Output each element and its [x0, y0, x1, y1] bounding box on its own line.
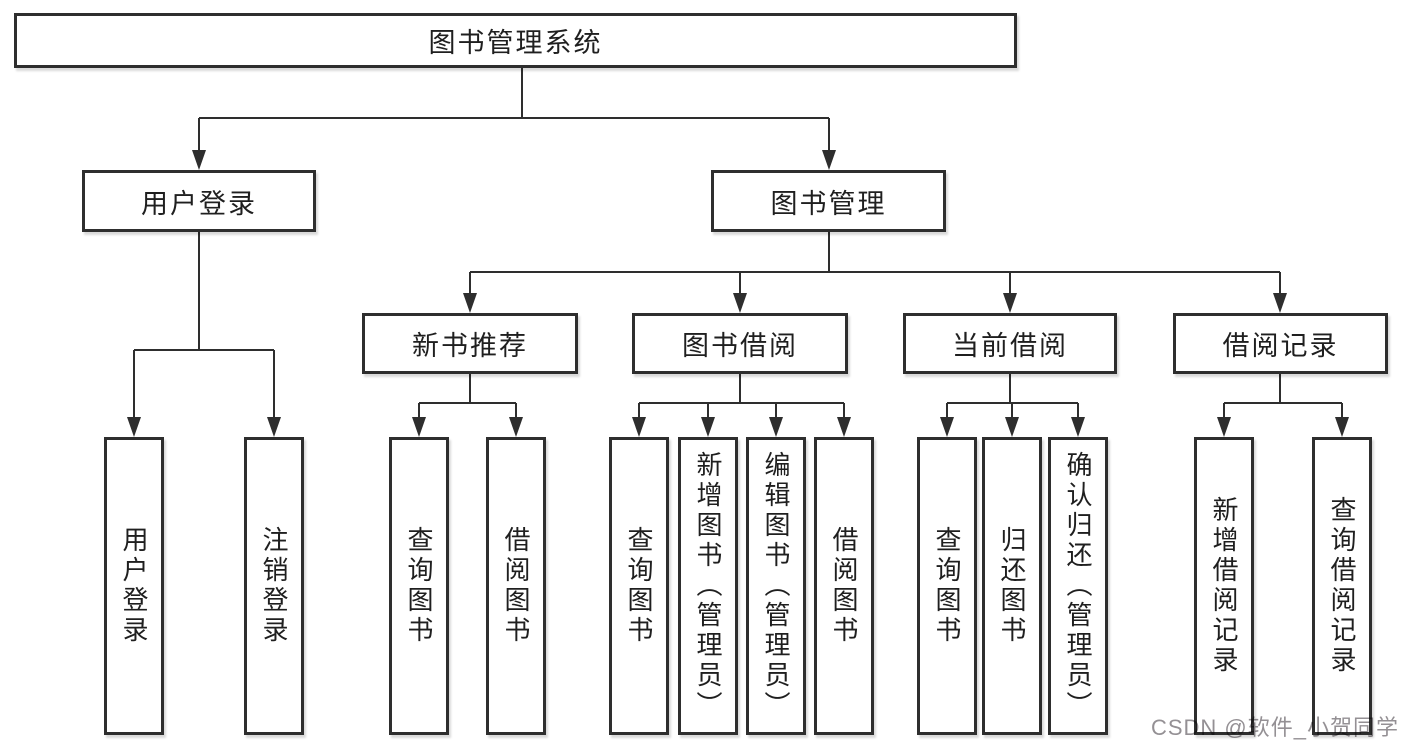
arrow-icon: [192, 150, 206, 170]
arrowheads: [127, 150, 1349, 437]
connector-userlogin-to-leaves: [133, 232, 275, 419]
arrow-icon: [267, 417, 281, 437]
arrow-icon: [701, 417, 715, 437]
leaf-label: 注销登录: [259, 526, 289, 646]
arrow-icon: [769, 417, 783, 437]
leaf-label: 新增图书（管理员）: [693, 451, 723, 721]
arrow-icon: [1005, 417, 1019, 437]
arrow-icon: [412, 417, 426, 437]
leaf-add-borrow-record: 新增借阅记录: [1194, 437, 1254, 735]
arrow-icon: [632, 417, 646, 437]
leaf-label: 确认归还（管理员）: [1063, 451, 1093, 721]
node-user-login: 用户登录: [82, 170, 316, 232]
csdn-watermark: CSDN @软件_小贺同学: [1150, 715, 1399, 740]
leaf-label: 归还图书: [997, 526, 1027, 646]
leaf-borrow-books: 借阅图书: [814, 437, 874, 735]
leaf-label: 查询图书: [404, 526, 434, 646]
node-label: 用户登录: [141, 188, 257, 219]
node-label: 新书推荐: [412, 331, 528, 361]
arrow-icon: [733, 293, 747, 313]
leaf-logout: 注销登录: [244, 437, 304, 735]
node-current-borrow: 当前借阅: [903, 313, 1117, 374]
leaf-query-books-current: 查询图书: [917, 437, 977, 735]
connector-borrow-to-leaves: [638, 374, 845, 419]
leaf-borrow-books-recommend: 借阅图书: [486, 437, 546, 735]
leaf-label: 借阅图书: [501, 526, 531, 646]
node-book-borrow: 图书借阅: [632, 313, 848, 374]
leaf-query-books-recommend: 查询图书: [389, 437, 449, 735]
node-root: 图书管理系统: [14, 13, 1017, 68]
leaf-label: 用户登录: [119, 526, 149, 646]
arrow-icon: [463, 293, 477, 313]
node-label: 当前借阅: [952, 331, 1068, 361]
arrow-icon: [1003, 293, 1017, 313]
arrow-icon: [1071, 417, 1085, 437]
leaf-confirm-return-admin: 确认归还（管理员）: [1048, 437, 1108, 735]
leaf-label: 编辑图书（管理员）: [761, 451, 791, 721]
leaf-edit-books-admin: 编辑图书（管理员）: [746, 437, 806, 735]
node-borrow-records: 借阅记录: [1173, 313, 1388, 374]
arrow-icon: [509, 417, 523, 437]
leaf-label: 借阅图书: [829, 526, 859, 646]
arrow-icon: [940, 417, 954, 437]
leaf-label: 查询图书: [624, 526, 654, 646]
leaf-query-books: 查询图书: [609, 437, 669, 735]
leaf-return-books: 归还图书: [982, 437, 1042, 735]
leaf-add-books-admin: 新增图书（管理员）: [678, 437, 738, 735]
connector-root-to-level2: [198, 68, 830, 152]
node-label: 图书借阅: [682, 331, 798, 361]
connector-current-to-leaves: [946, 374, 1079, 419]
leaf-query-borrow-record: 查询借阅记录: [1312, 437, 1372, 735]
arrow-icon: [1335, 417, 1349, 437]
node-root-label: 图书管理系统: [428, 28, 603, 58]
arrow-icon: [1217, 417, 1231, 437]
node-book-management: 图书管理: [711, 170, 946, 232]
leaf-user-login: 用户登录: [104, 437, 164, 735]
node-new-book-recommend: 新书推荐: [362, 313, 578, 374]
arrow-icon: [837, 417, 851, 437]
leaf-label: 新增借阅记录: [1209, 496, 1239, 676]
leaf-label: 查询图书: [932, 526, 962, 646]
leaf-label: 查询借阅记录: [1327, 496, 1357, 676]
connector-newbook-to-leaves: [418, 374, 517, 419]
connector-bookmgmt-to-level3: [469, 232, 1281, 295]
node-label: 图书管理: [770, 188, 887, 219]
arrow-icon: [822, 150, 836, 170]
arrow-icon: [127, 417, 141, 437]
arrow-icon: [1273, 293, 1287, 313]
node-label: 借阅记录: [1222, 331, 1339, 361]
connector-records-to-leaves: [1223, 374, 1343, 419]
